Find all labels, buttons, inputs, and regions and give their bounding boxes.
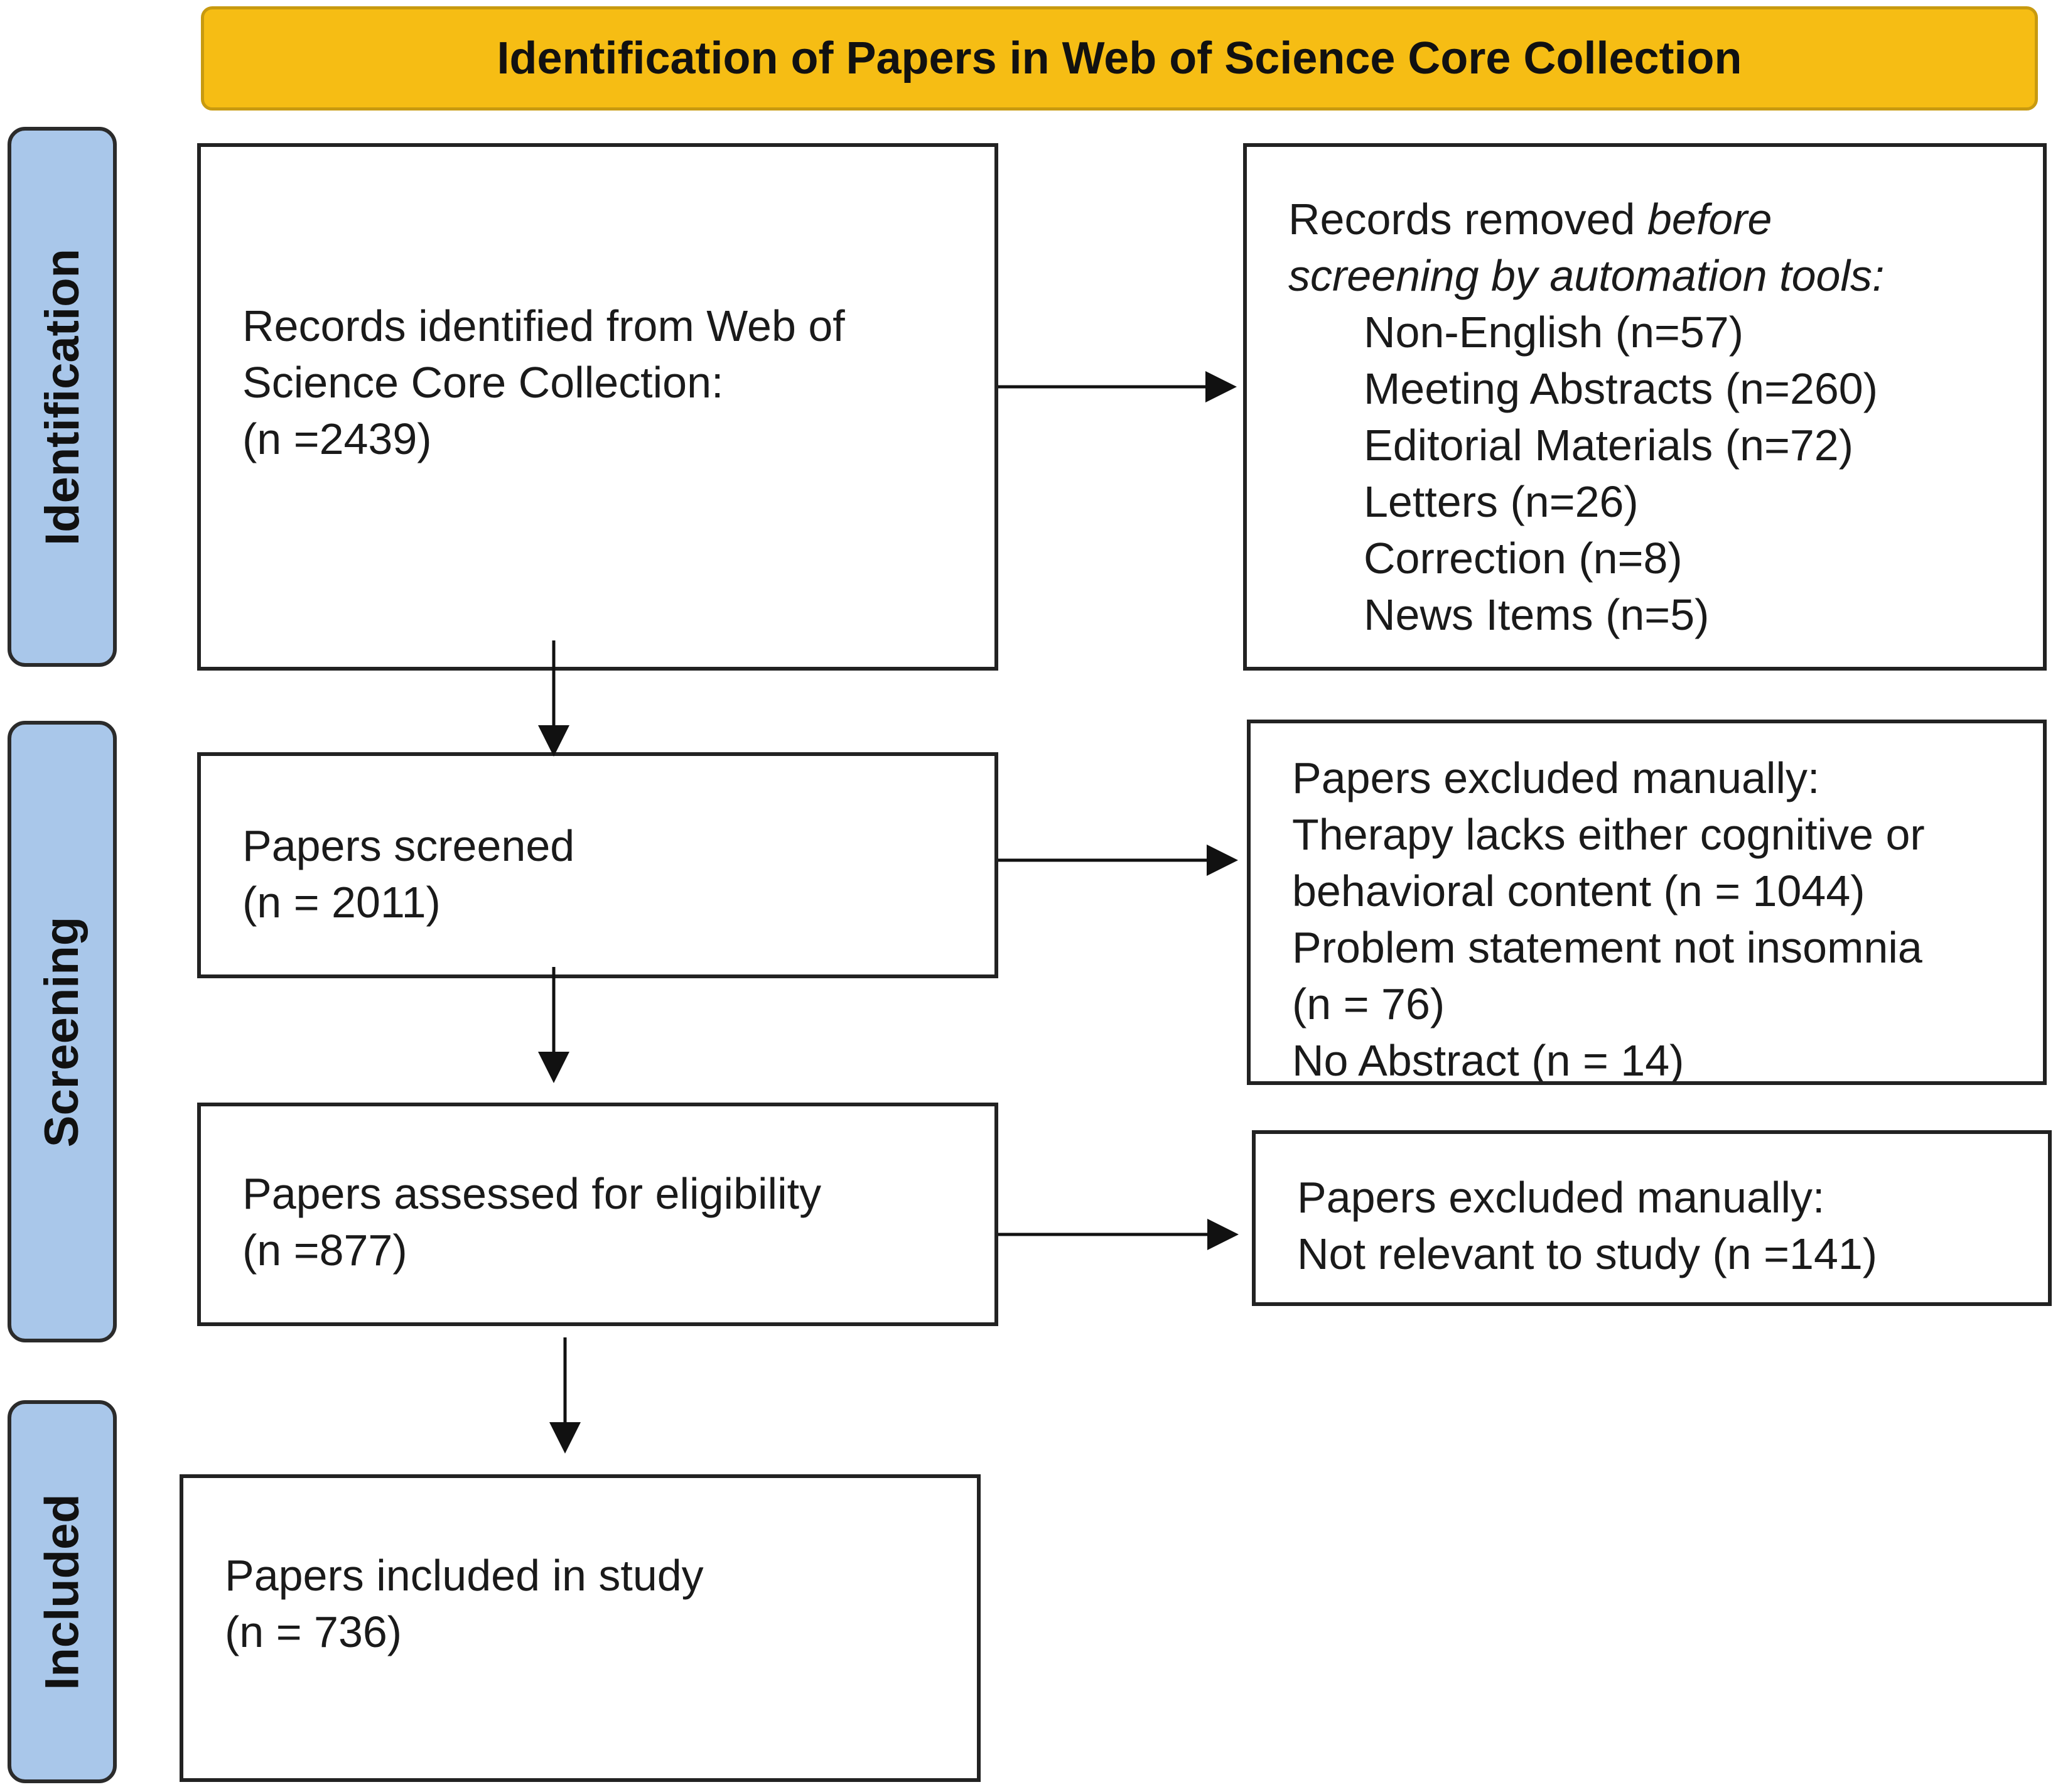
phase-screening-label: Screening <box>8 721 117 1342</box>
records-removed-box: Records removed before screening by auto… <box>1243 143 2047 671</box>
excluded1-line-1: Papers excluded manually: <box>1292 753 1820 802</box>
removed-item-correction: Correction (n=8) <box>1364 534 1683 583</box>
excluded1-line-4: Problem statement not insomnia <box>1292 923 1922 972</box>
removed-heading: Records removed before <box>1288 191 2043 247</box>
screened-label: Papers screened <box>242 821 575 870</box>
phase-included-label: Included <box>8 1400 117 1783</box>
removed-item-letters: Letters (n=26) <box>1364 477 1639 526</box>
papers-excluded-screening-box: Papers excluded manually: Therapy lacks … <box>1247 720 2047 1085</box>
papers-excluded-eligibility-box: Papers excluded manually: Not relevant t… <box>1252 1130 2052 1306</box>
screened-count: (n = 2011) <box>242 878 441 927</box>
phase-identification-label: Identification <box>8 127 117 667</box>
excluded1-line-6: No Abstract (n = 14) <box>1292 1036 1684 1085</box>
eligibility-count: (n =877) <box>242 1226 407 1275</box>
excluded2-line-1: Papers excluded manually: <box>1297 1173 1825 1222</box>
papers-included-box: Papers included in study (n = 736) <box>180 1474 981 1782</box>
removed-item-news-items: News Items (n=5) <box>1364 590 1710 639</box>
banner-title: Identification of Papers in Web of Scien… <box>201 6 2038 111</box>
papers-screened-box: Papers screened (n = 2011) <box>197 752 998 978</box>
excluded1-line-2: Therapy lacks either cognitive or <box>1292 810 1925 859</box>
excluded1-line-3: behavioral content (n = 1044) <box>1292 866 1865 915</box>
removed-heading-line-2: screening by automation tools: <box>1288 251 1885 300</box>
records-line-1: Records identified from Web of <box>242 301 845 350</box>
removed-heading-plain: Records removed <box>1288 195 1647 244</box>
excluded1-line-5: (n = 76) <box>1292 980 1445 1028</box>
removed-heading-italic: before <box>1647 195 1772 244</box>
removed-item-non-english: Non-English (n=57) <box>1364 308 1744 357</box>
records-line-2: Science Core Collection: <box>242 358 724 407</box>
records-identified-box: Records identified from Web of Science C… <box>197 143 998 671</box>
excluded2-line-2: Not relevant to study (n =141) <box>1297 1229 1878 1278</box>
eligibility-label: Papers assessed for eligibility <box>242 1169 822 1218</box>
included-label: Papers included in study <box>225 1551 704 1600</box>
removed-item-meeting-abstracts: Meeting Abstracts (n=260) <box>1364 364 1878 413</box>
removed-item-editorial-materials: Editorial Materials (n=72) <box>1364 421 1854 470</box>
included-count: (n = 736) <box>225 1607 402 1656</box>
records-count: (n =2439) <box>242 414 432 463</box>
papers-eligibility-box: Papers assessed for eligibility (n =877) <box>197 1103 998 1326</box>
